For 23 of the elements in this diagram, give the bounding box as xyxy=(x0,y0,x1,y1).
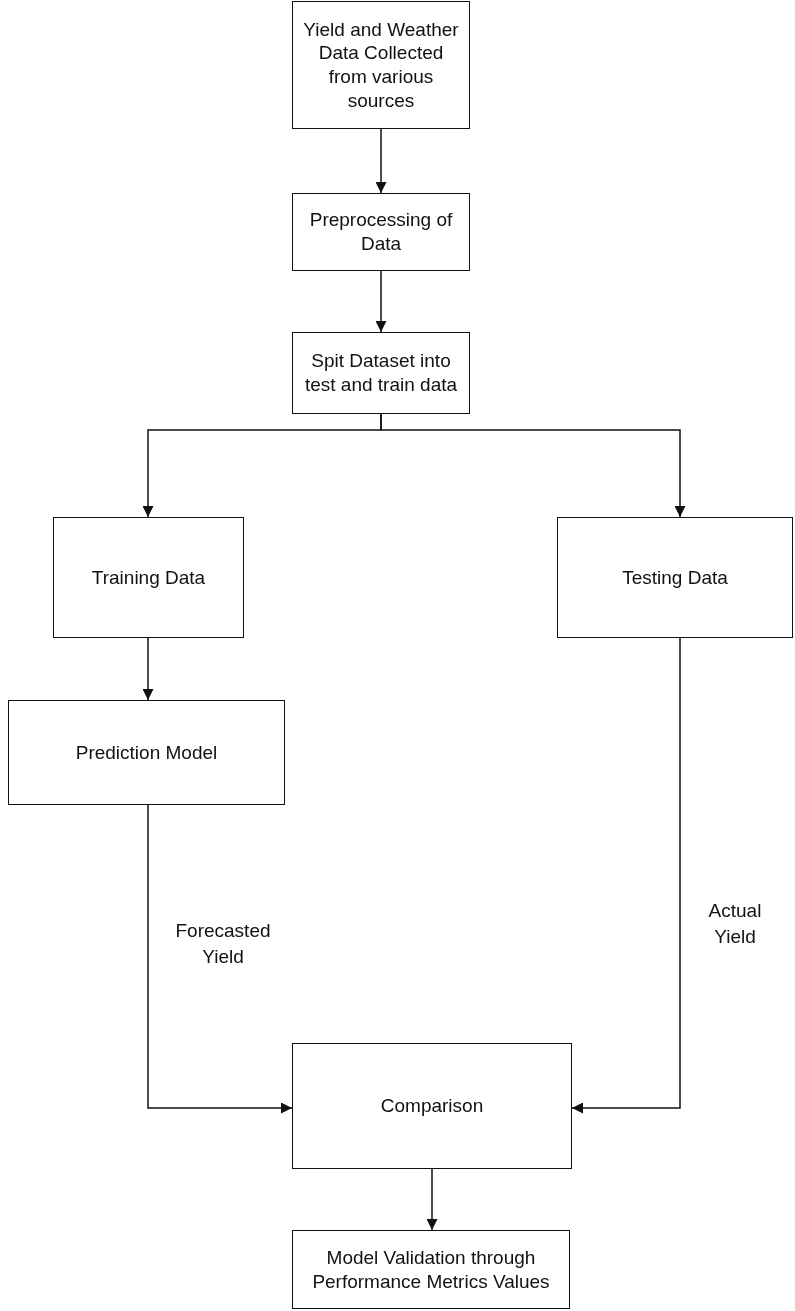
arrow xyxy=(426,1168,438,1231)
box-text: Yield and Weather Data Collected from various sources xyxy=(302,17,460,113)
arrow xyxy=(571,637,681,1114)
box-text: Prediction Model xyxy=(75,740,218,765)
arrow xyxy=(375,270,387,333)
arrow xyxy=(147,804,293,1114)
process-box xyxy=(53,517,244,638)
box-text: Model Validation through Performance Metrics Values xyxy=(311,1245,551,1294)
process-box xyxy=(292,332,470,414)
box-text: Testing Data xyxy=(622,565,728,590)
box-text: Training Data xyxy=(91,565,206,590)
box-text: Comparison xyxy=(380,1094,484,1118)
process-box xyxy=(292,1043,572,1169)
box-text: Spit Dataset into test and train data xyxy=(303,349,459,397)
process-box xyxy=(557,517,793,638)
box-text: Preprocessing of Data xyxy=(308,208,454,256)
process-box xyxy=(292,193,470,271)
process-box xyxy=(292,1230,570,1309)
process-box xyxy=(292,1,470,129)
arrow xyxy=(380,413,686,518)
arrow xyxy=(142,637,154,701)
arrow xyxy=(375,128,387,194)
process-box xyxy=(8,700,285,805)
